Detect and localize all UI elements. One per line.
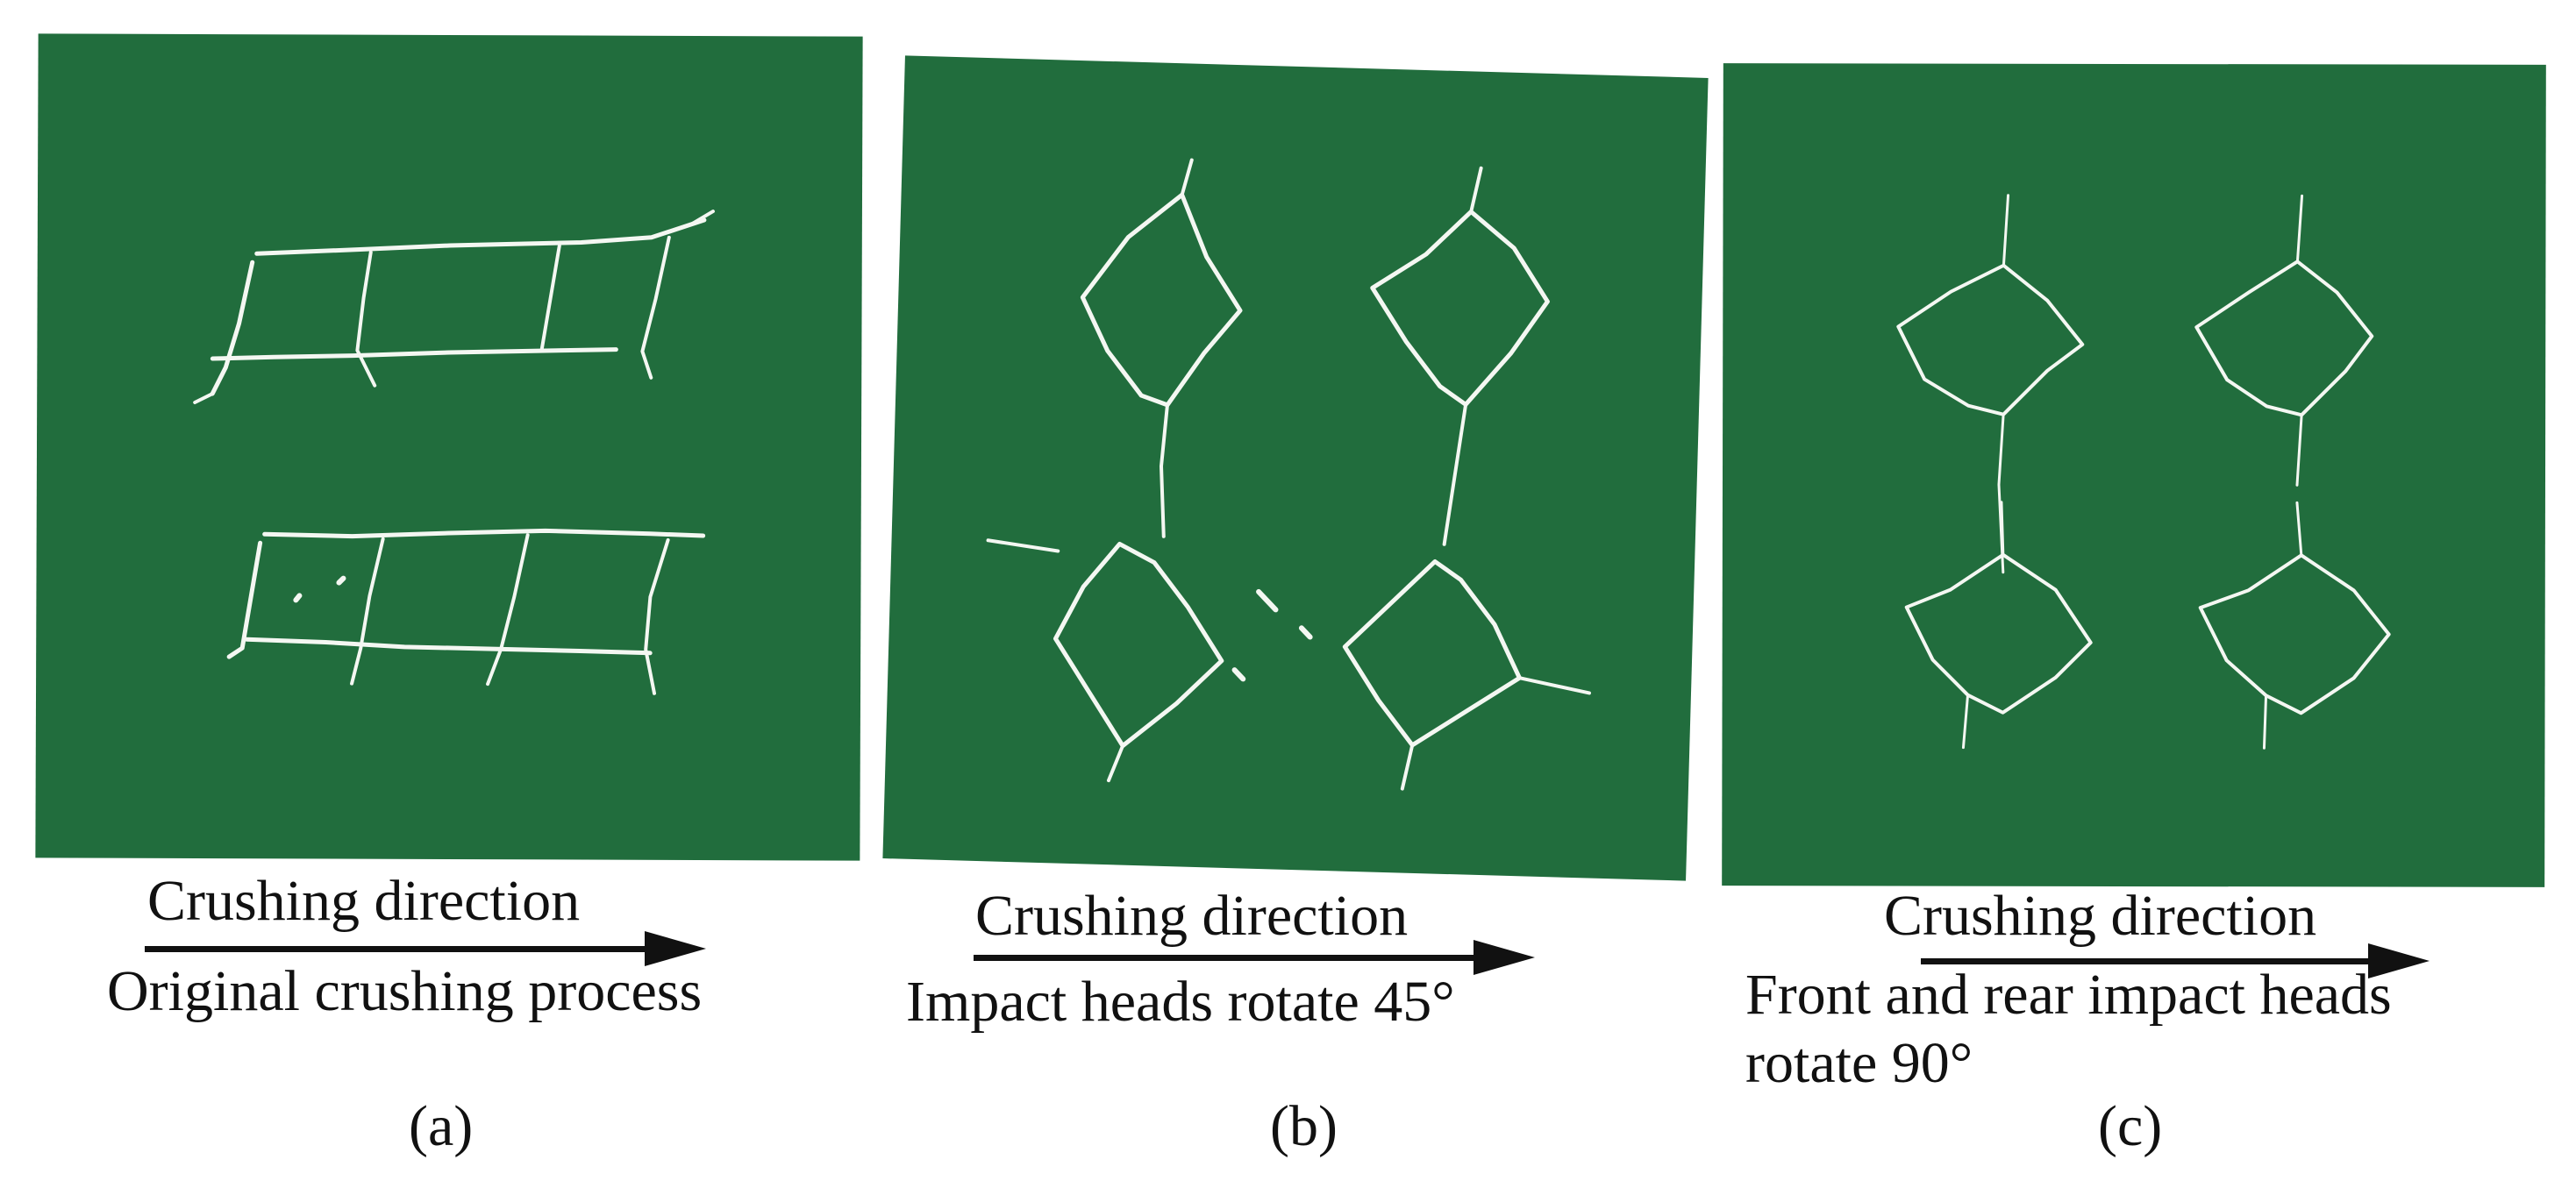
- sublabel-a: (a): [409, 1094, 474, 1158]
- plate-b-rotate-45: [882, 55, 1709, 881]
- plate-c-rotate-90: [1722, 63, 2546, 887]
- caption-c-line1: Front and rear impact heads: [1745, 963, 2392, 1027]
- arrow-right-icon: [974, 940, 1535, 975]
- direction-label-c: Crushing direction: [1884, 884, 2317, 948]
- crack-pattern-b: [986, 158, 1591, 791]
- caption-b: Impact heads rotate 45°: [906, 970, 1455, 1034]
- crack-pattern-a: [193, 210, 715, 695]
- sublabel-c: (c): [2098, 1094, 2163, 1158]
- arrow-right-icon: [145, 931, 706, 966]
- direction-label-a: Crushing direction: [147, 869, 581, 933]
- sublabel-b: (b): [1270, 1094, 1338, 1158]
- caption-a: Original crushing process: [107, 959, 703, 1023]
- caption-c-line2: rotate 90°: [1745, 1031, 1973, 1095]
- crack-pattern-c: [1896, 194, 2391, 750]
- arrow-right-icon: [1921, 943, 2430, 978]
- plate-a-original: [35, 33, 863, 861]
- direction-label-b: Crushing direction: [975, 884, 1409, 948]
